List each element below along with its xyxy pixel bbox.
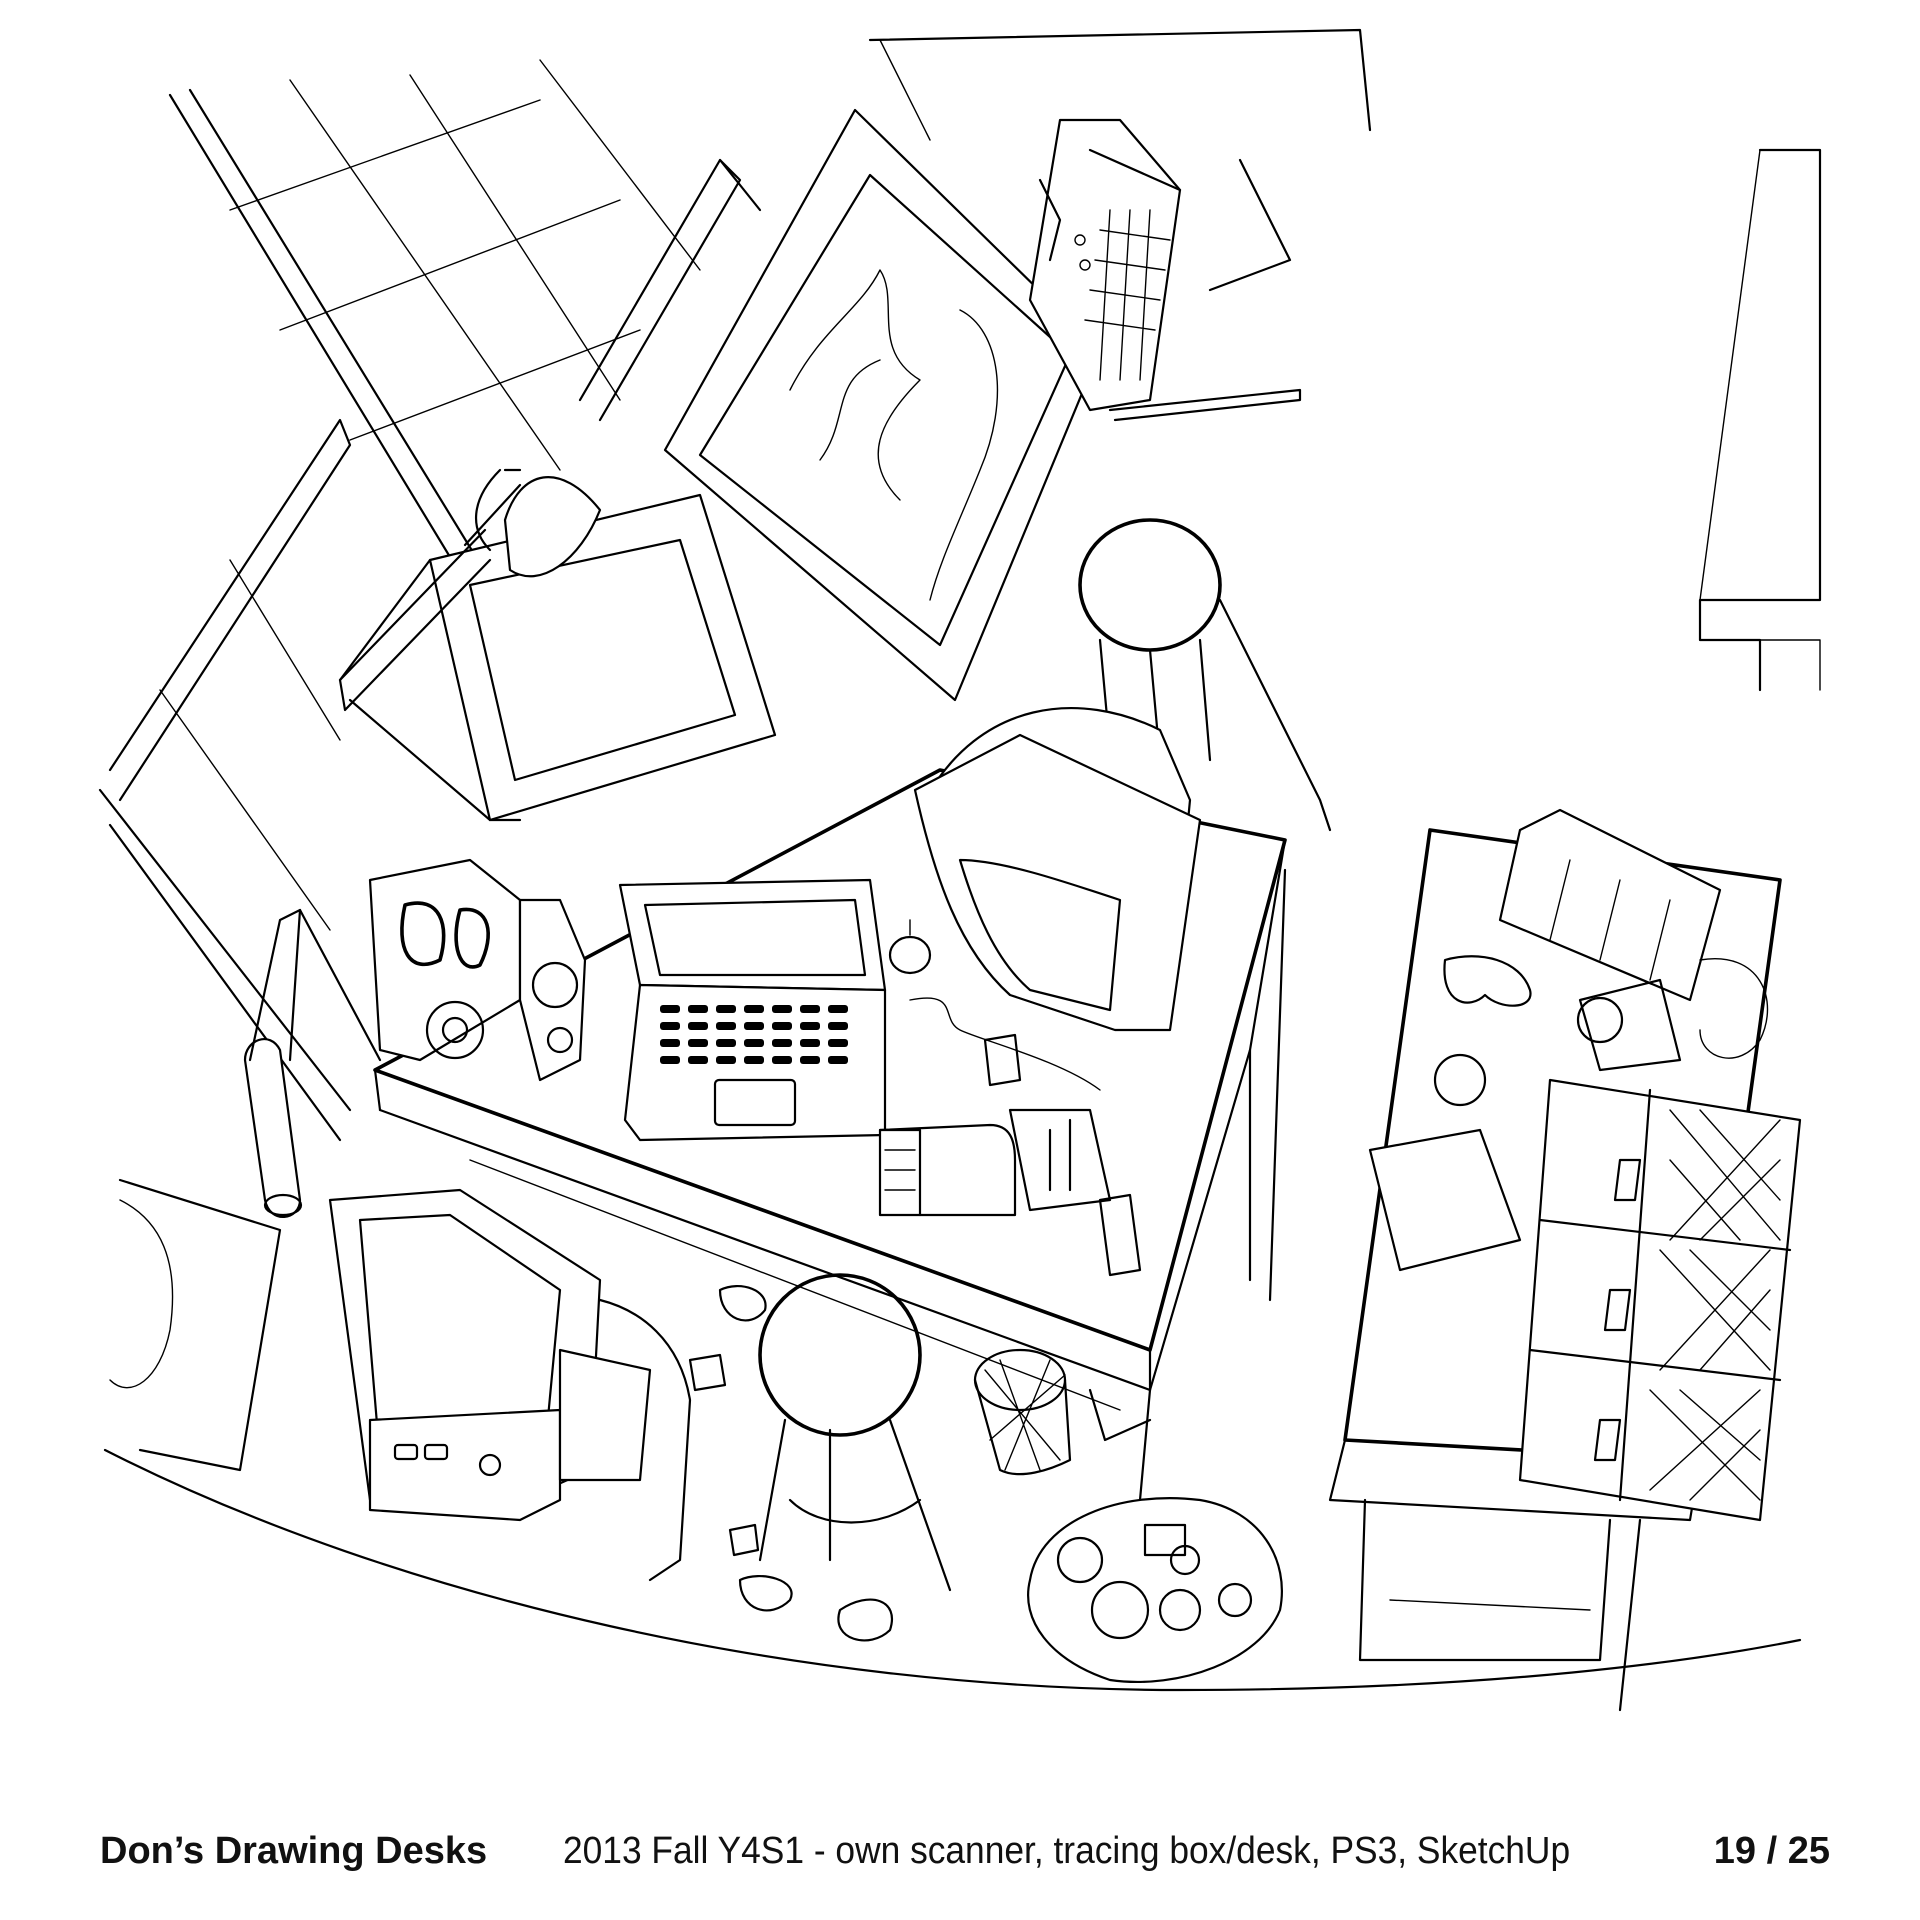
laptop-keyboard	[660, 1005, 848, 1064]
main-desk	[375, 770, 1285, 1500]
storage-shelves	[1520, 1080, 1800, 1520]
speakers	[370, 860, 585, 1080]
crt-monitor	[915, 708, 1200, 1030]
caption-bar: Don’s Drawing Desks 2013 Fall Y4S1 - own…	[0, 1830, 1920, 1890]
wastebasket	[975, 1350, 1070, 1474]
amplifier	[1030, 120, 1300, 420]
stool-bottom	[760, 1275, 950, 1590]
ps3-console	[1435, 810, 1768, 1105]
caption-title: Don’s Drawing Desks	[100, 1830, 488, 1872]
side-desk	[1330, 830, 1780, 1710]
scanner	[330, 1190, 690, 1580]
page-counter: 19 / 25	[1713, 1830, 1830, 1872]
desk-lamp	[340, 470, 600, 710]
desk-items	[880, 920, 1140, 1275]
room-outline	[105, 150, 1820, 1690]
jar-tray	[1028, 1498, 1282, 1682]
lamp-clamp	[245, 910, 380, 1217]
drawing-easel	[340, 495, 775, 820]
desk-illustration	[0, 0, 1920, 1780]
floor-clutter	[110, 1180, 892, 1640]
window-frame	[100, 30, 1370, 1140]
caption-description: 2013 Fall Y4S1 - own scanner, tracing bo…	[563, 1830, 1571, 1872]
laptop	[620, 880, 885, 1140]
